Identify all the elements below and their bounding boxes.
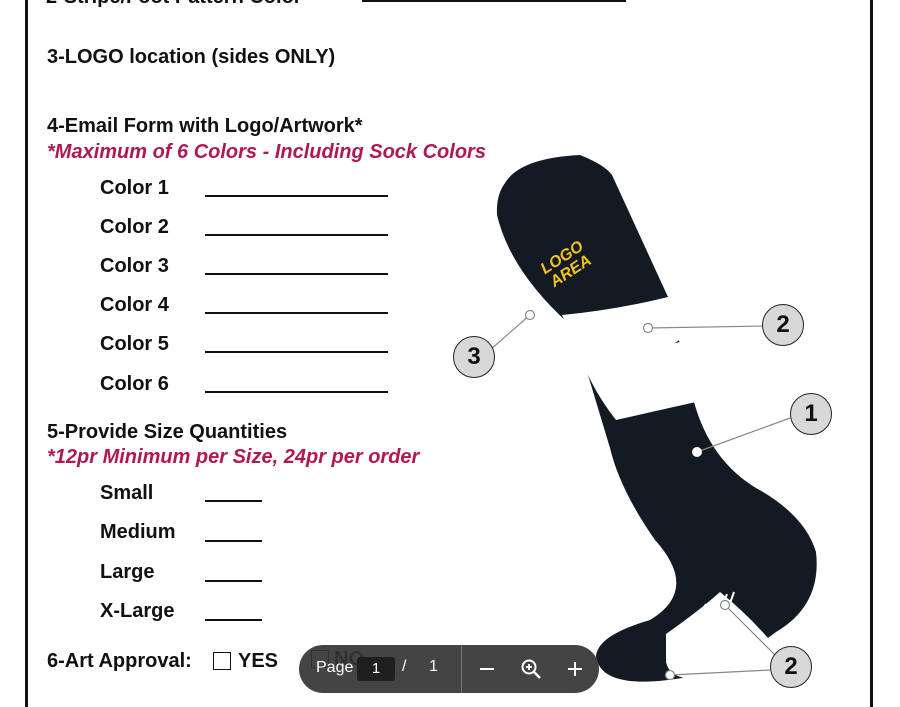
- callout-2-top: 2: [762, 304, 804, 346]
- email-form-heading: 4-Email Form with Logo/Artwork*: [47, 115, 363, 137]
- color-1-label: Color 1: [100, 177, 169, 199]
- stripe-pattern-heading: 2-Stripe/Foot Pattern Color: [46, 0, 302, 9]
- size-large-label: Large: [100, 561, 155, 583]
- yes-checkbox[interactable]: [213, 652, 231, 670]
- color-5-blank[interactable]: [205, 351, 388, 353]
- page-border-left: [25, 0, 28, 707]
- color-3-label: Color 3: [100, 255, 169, 277]
- zoom-fit-button[interactable]: [517, 655, 545, 683]
- page-label: Page: [316, 659, 354, 676]
- color-5-label: Color 5: [100, 333, 169, 355]
- page-separator: /: [402, 658, 407, 675]
- stripe-pattern-blank: [362, 0, 626, 2]
- yes-label: YES: [238, 650, 279, 672]
- minus-icon: [480, 668, 494, 670]
- color-6-label: Color 6: [100, 373, 169, 395]
- zoom-fit-icon: [521, 659, 541, 679]
- sock-body: [496, 155, 817, 682]
- callout-1: 1: [790, 393, 832, 435]
- page-number-input[interactable]: 1: [357, 657, 395, 681]
- color-2-blank[interactable]: [205, 234, 388, 236]
- color-3-blank[interactable]: [205, 273, 388, 275]
- size-small-label: Small: [100, 482, 154, 504]
- callout-3: 3: [453, 336, 495, 378]
- size-xlarge-blank[interactable]: [205, 619, 262, 621]
- zoom-in-button[interactable]: [561, 655, 589, 683]
- color-4-blank[interactable]: [205, 312, 388, 314]
- plus-icon: [568, 662, 582, 676]
- size-minimum-note: *12pr Minimum per Size, 24pr per order: [47, 446, 420, 468]
- color-6-blank[interactable]: [205, 391, 388, 393]
- sock-heel: [666, 592, 768, 679]
- size-small-blank[interactable]: [205, 500, 262, 502]
- max-colors-note: *Maximum of 6 Colors - Including Sock Co…: [47, 141, 486, 163]
- logo-location-heading: 3-LOGO location (sides ONLY): [47, 46, 336, 68]
- art-approval-label: 6-Art Approval:: [47, 650, 192, 672]
- callout-2-bottom: 2: [770, 646, 812, 688]
- page-border-right: [870, 0, 873, 707]
- color-1-blank[interactable]: [205, 195, 388, 197]
- color-4-label: Color 4: [100, 294, 169, 316]
- size-large-blank[interactable]: [205, 580, 262, 582]
- size-medium-label: Medium: [100, 521, 176, 543]
- pdf-toolbar: Page 1 / 1: [299, 645, 599, 693]
- total-pages: 1: [429, 658, 438, 675]
- size-quantities-heading: 5-Provide Size Quantities: [47, 421, 288, 443]
- size-xlarge-label: X-Large: [100, 600, 175, 622]
- color-2-label: Color 2: [100, 216, 169, 238]
- zoom-out-button[interactable]: [473, 655, 501, 683]
- size-medium-blank[interactable]: [205, 540, 262, 542]
- toolbar-divider: [461, 645, 462, 693]
- sock-leg-stripe: [583, 340, 696, 420]
